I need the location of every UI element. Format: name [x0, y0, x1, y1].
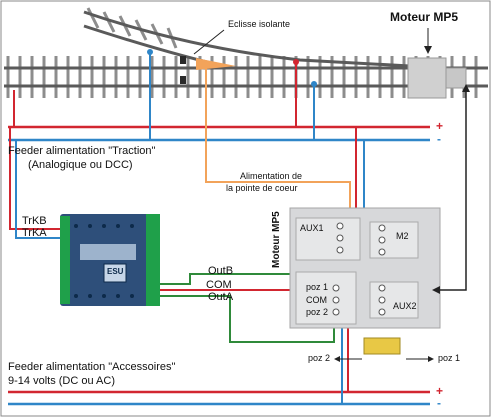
motor-contacts: [332, 222, 386, 316]
track-sleepers: [6, 56, 478, 98]
motor-link-line: [440, 88, 467, 291]
poz2-arrow-label: poz 2: [308, 353, 331, 363]
accessory-plus-sign: +: [436, 384, 444, 398]
decoder-terminal-block-left: [60, 216, 70, 304]
outa-label: OutA: [208, 291, 234, 303]
poz1-arrow-head: [428, 356, 434, 362]
traction-feeder-label-1: Feeder alimentation "Traction": [8, 145, 156, 157]
aux1-area: [295, 217, 361, 261]
motor-rod-housing: [445, 67, 467, 89]
motor-link-arrow: [462, 84, 470, 92]
motor-link-arrow-2: [432, 286, 440, 294]
accessory-feeder-label-2: 9-14 volts (DC ou AC): [8, 375, 115, 387]
turnout-motor-icon: [407, 57, 447, 99]
trkb-wire: [9, 127, 64, 230]
frog-power-label-2: la pointe de coeur: [226, 183, 298, 193]
decoder-screws: [74, 224, 134, 298]
aux2-label: AUX2: [393, 301, 417, 311]
outb-label: OutB: [208, 265, 234, 277]
trkb-label: TrKB: [22, 215, 47, 227]
com-box-label: COM: [306, 295, 327, 305]
traction-plus-sign: +: [436, 119, 444, 133]
isolating-joint-pointer: [193, 29, 225, 55]
poz2-label: poz 2: [306, 307, 329, 317]
decoder-brand-label: ESU: [107, 267, 124, 276]
trka-label: TrKA: [22, 227, 47, 239]
isolating-joint-2: [180, 76, 186, 84]
poz1-arrow-label: poz 1: [438, 353, 461, 363]
poz-area: [295, 271, 357, 325]
com-label: COM: [206, 279, 232, 291]
traction-minus-sign: -: [437, 132, 441, 146]
frog-power-label-1: Alimentation de: [240, 171, 303, 181]
isolating-joint-label: Eclisse isolante: [228, 19, 291, 29]
motor-yellow-part: [363, 337, 401, 355]
turnout-track-icon: [4, 7, 488, 99]
decoder-label-plate: [80, 244, 136, 260]
decoder-terminal-block-right: [146, 214, 160, 306]
rail-contact-2: [293, 59, 299, 65]
lokpilot-decoder-icon: [60, 214, 160, 306]
diverging-rail-outer: [83, 10, 411, 68]
motor-pointer-head: [424, 46, 432, 54]
poz2-arrow-head: [334, 356, 340, 362]
m2-area: [369, 221, 419, 259]
accessory-feeder-label-1: Feeder alimentation "Accessoires": [8, 361, 176, 373]
trka-wire: [15, 140, 64, 239]
isolating-joint-1: [180, 56, 186, 64]
turnout-motor-box: [289, 207, 441, 355]
m2-label: M2: [396, 231, 409, 241]
decoder-brand-badge: [103, 263, 127, 283]
aux1-label: AUX1: [300, 223, 324, 233]
rail-contact-1: [147, 49, 153, 55]
traction-feeder-label-2: (Analogique ou DCC): [28, 159, 133, 171]
accessory-minus-sign: -: [437, 396, 441, 410]
rail-contact-3: [311, 81, 317, 87]
poz1-label: poz 1: [306, 282, 329, 292]
aux2-area: [369, 281, 419, 319]
motor-title: Moteur MP5: [390, 10, 459, 24]
motor-box-label: Moteur MP5: [271, 211, 282, 268]
